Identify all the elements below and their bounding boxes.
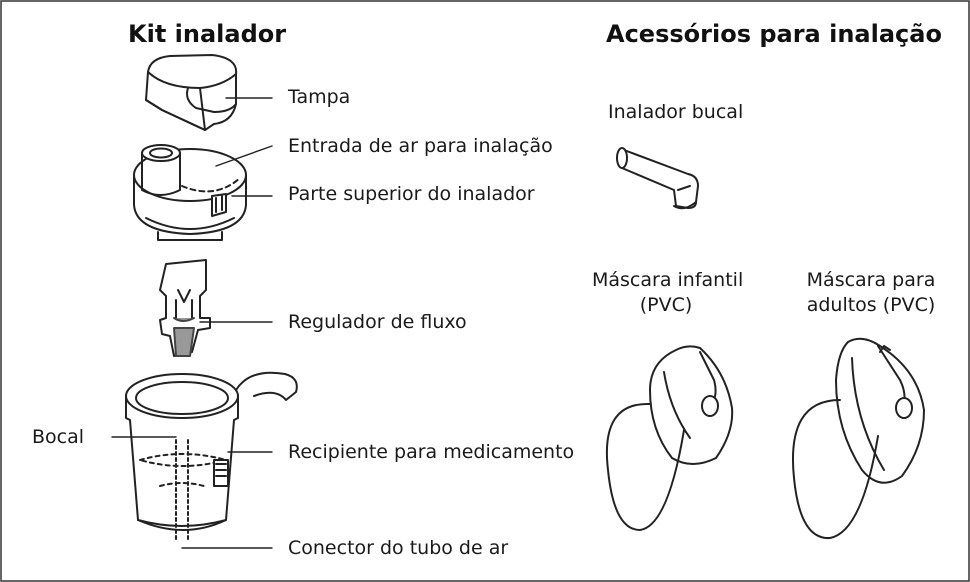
mouthpiece-label: Inalador bucal [608, 101, 744, 123]
adult-mask-label-line1: Máscara para [806, 269, 936, 291]
nozzle-label: Bocal [32, 426, 85, 448]
upper-part-label: Parte superior do inalador [288, 183, 535, 205]
leader-lines [111, 97, 273, 549]
air-inlet-label: Entrada de ar para inalação [288, 135, 553, 157]
medication-container-label: Recipiente para medicamento [288, 441, 575, 463]
cap-drawing [145, 54, 238, 131]
adult-mask-drawing [792, 337, 925, 540]
air-tube-connector-label: Conector do tubo de ar [288, 537, 509, 559]
child-mask-label: Máscara infantil (PVC) [592, 268, 744, 317]
adult-mask-label-line2: adultos (PVC) [806, 293, 936, 316]
child-mask-label-line1: Máscara infantil [592, 269, 744, 291]
flow-regulator-label: Regulador de fluxo [288, 311, 467, 333]
adult-mask-label: Máscara para adultos (PVC) [796, 268, 946, 317]
child-mask-drawing [606, 345, 734, 531]
kit-title: Kit inalador [128, 20, 287, 48]
accessories-title: Acessórios para inalação [606, 20, 942, 48]
upper-part-drawing [133, 144, 247, 241]
medication-container-drawing [125, 371, 298, 541]
child-mask-label-line2: (PVC) [639, 293, 693, 316]
flow-regulator-drawing [159, 259, 211, 357]
cap-label: Tampa [288, 86, 351, 108]
mouthpiece-drawing [616, 147, 699, 210]
